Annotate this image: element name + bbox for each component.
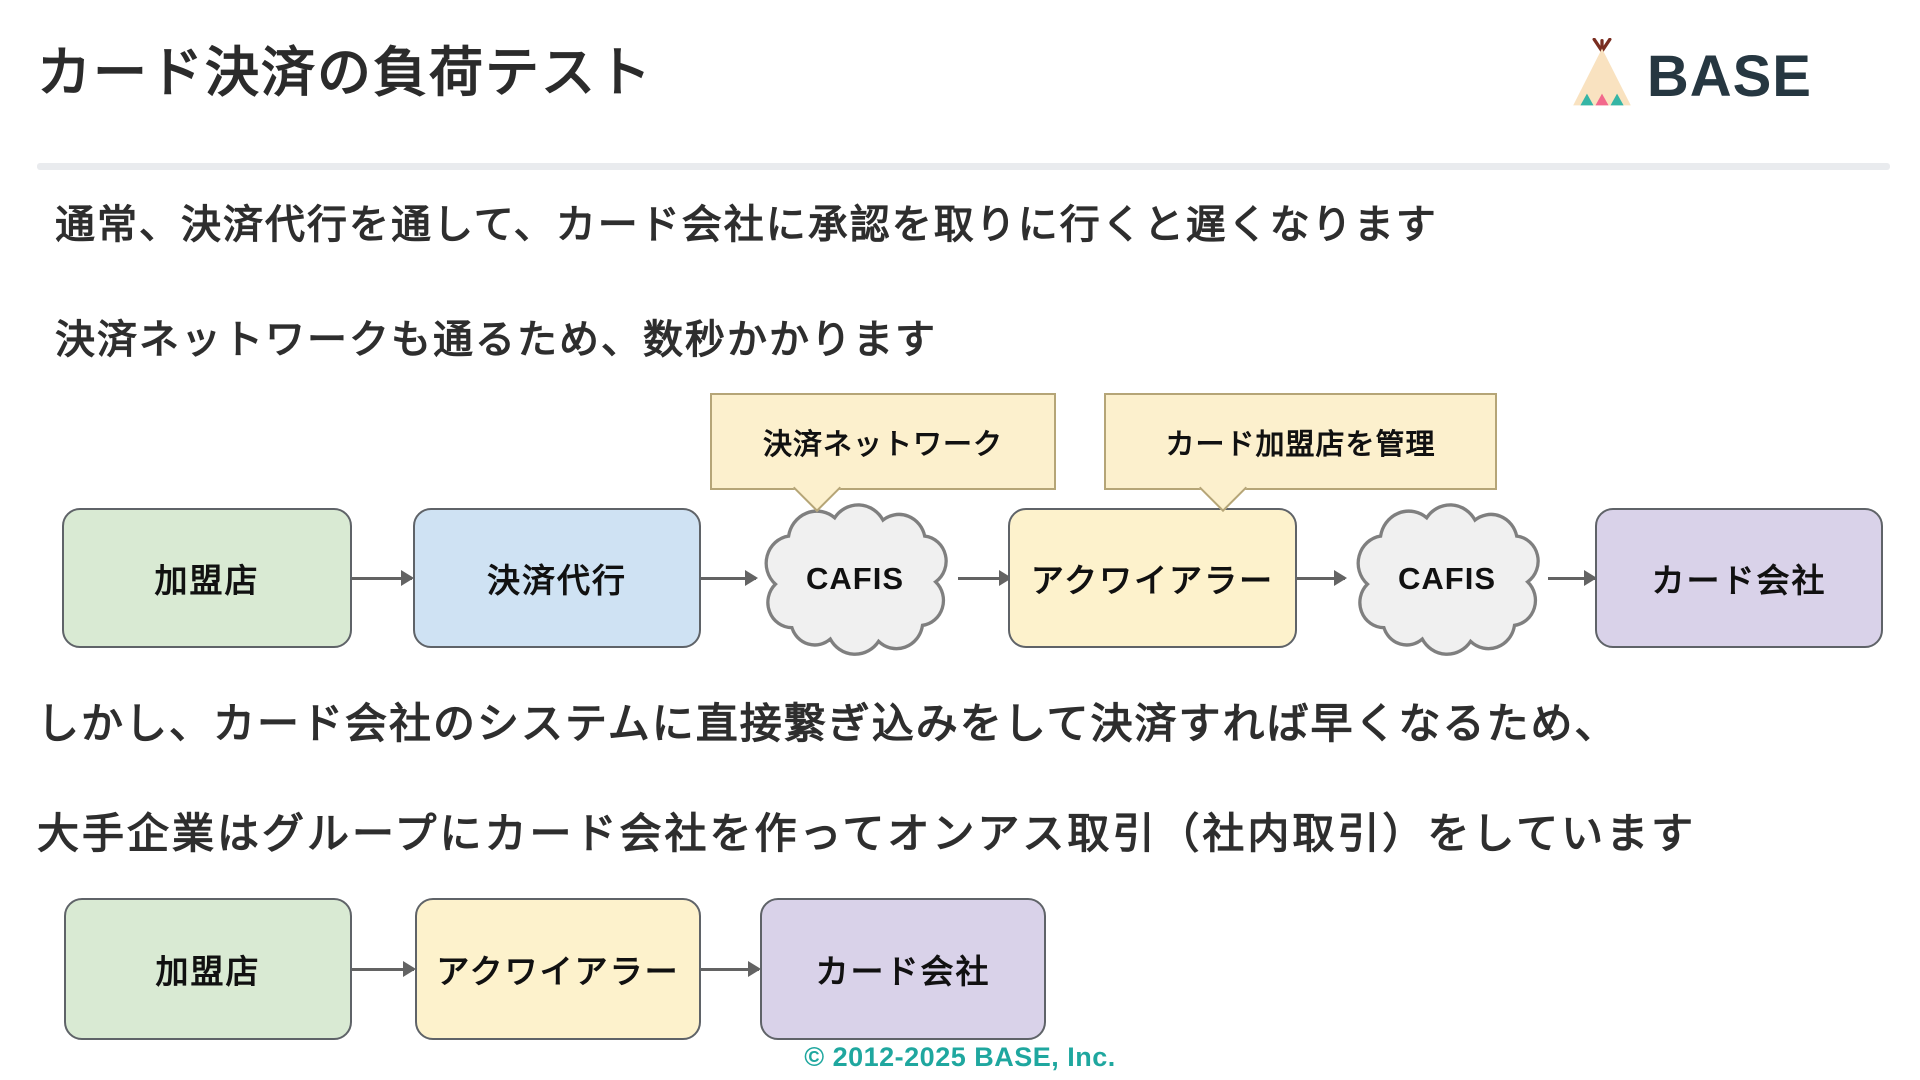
flow1-cloud-cafis-1-label: CAFIS [806,561,904,596]
base-tent-icon [1569,37,1635,115]
arrow-icon [1548,570,1597,586]
flow1-cloud-cafis-2: CAFIS [1340,496,1554,662]
arrow-icon [352,570,414,586]
flow2-node-merchant: 加盟店 [64,898,352,1040]
header-divider [37,163,1890,170]
flow2-node-card-company: カード会社 [760,898,1046,1040]
arrow-icon [701,961,761,977]
flow1-node-card-company: カード会社 [1595,508,1883,648]
copyright-notice: © 2012-2025 BASE, Inc. [804,1042,1116,1072]
arrow-icon [1297,570,1347,586]
brand-name: BASE [1646,43,1812,109]
callout-payment-network: 決済ネットワーク [710,393,1056,490]
flow1-node-acquirer: アクワイアラー [1008,508,1297,648]
flow1-node-payment-agency: 決済代行 [413,508,701,648]
body-line-1: しかし、カード会社のシステムに直接繋ぎ込みをして決済すれば早くなるため、 [37,700,1619,747]
intro-line-1: 通常、決済代行を通して、カード会社に承認を取りに行くと遅くなります [55,203,1438,247]
page-title: カード決済の負荷テスト [37,43,653,103]
callout-manage-merchants: カード加盟店を管理 [1104,393,1497,490]
callout-manage-merchants-label: カード加盟店を管理 [1165,428,1436,461]
flow1-cloud-cafis-1: CAFIS [748,496,962,662]
flow2-node-acquirer: アクワイアラー [415,898,701,1040]
arrow-icon [958,570,1012,586]
arrow-icon [701,570,758,586]
brand-logo: BASE [1569,37,1812,115]
arrow-icon [352,961,416,977]
body-line-2: 大手企業はグループにカード会社を作ってオンアス取引（社内取引）をしています [37,810,1697,857]
intro-line-2: 決済ネットワークも通るため、数秒かかります [55,318,937,362]
flow1-cloud-cafis-2-label: CAFIS [1398,561,1496,596]
callout-payment-network-label: 決済ネットワーク [762,428,1003,461]
flow1-node-merchant: 加盟店 [62,508,352,648]
